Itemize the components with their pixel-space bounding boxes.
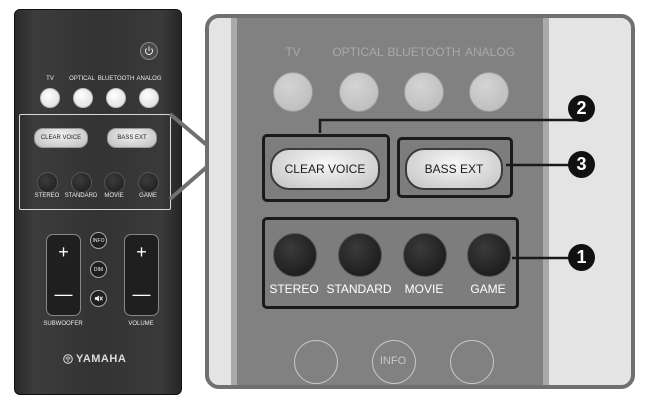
label-optical: OPTICAL (69, 76, 95, 82)
analog-button[interactable] (139, 88, 159, 108)
mute-icon (94, 295, 103, 302)
mute-button[interactable] (90, 290, 107, 307)
optical-button[interactable] (73, 88, 93, 108)
info-button[interactable]: INFO (90, 232, 107, 249)
callout-3: 3 (568, 151, 595, 178)
power-button[interactable] (140, 42, 158, 60)
stereo-button[interactable] (37, 172, 58, 193)
zoom-label-standard: STANDARD (326, 282, 392, 296)
zoom-label-bluetooth: BLUETOOTH (387, 45, 461, 59)
game-button[interactable] (138, 172, 159, 193)
subwoofer-rocker[interactable]: + — (46, 234, 81, 316)
label-standard: STANDARD (64, 193, 98, 199)
label-bluetooth: BLUETOOTH (97, 76, 135, 82)
callout-2: 2 (568, 95, 595, 122)
zoom-stereo-button[interactable] (273, 233, 317, 277)
tv-button[interactable] (40, 88, 60, 108)
label-stereo: STEREO (34, 193, 60, 199)
zoom-clear-voice-button[interactable]: CLEAR VOICE (270, 148, 380, 190)
zoom-bluetooth-button (404, 72, 444, 112)
label-movie: MOVIE (104, 193, 124, 199)
zoom-bass-ext-button[interactable]: BASS EXT (405, 148, 503, 190)
zoom-label-stereo: STEREO (269, 282, 319, 296)
standard-button[interactable] (71, 172, 92, 193)
subwoofer-plus[interactable]: + (58, 242, 69, 262)
dim-button[interactable]: DIM (90, 261, 107, 278)
label-analog: ANALOG (136, 76, 162, 82)
zoom-subwoofer-rocker (294, 340, 338, 384)
label-game: GAME (139, 193, 157, 199)
zoom-analog-button (469, 72, 509, 112)
power-icon (145, 46, 153, 55)
subwoofer-minus[interactable]: — (54, 284, 73, 304)
volume-minus[interactable]: — (132, 284, 151, 304)
volume-rocker[interactable]: + — (124, 234, 159, 316)
zoom-optical-button (339, 72, 379, 112)
zoom-game-button[interactable] (467, 233, 511, 277)
zoom-info-button (372, 340, 416, 384)
zoom-tv-button (273, 72, 313, 112)
zoom-label-info: INFO (379, 355, 407, 367)
yamaha-logo: YAMAHA (63, 353, 126, 365)
volume-plus[interactable]: + (136, 242, 147, 262)
zoom-standard-button[interactable] (338, 233, 382, 277)
brand-text: YAMAHA (76, 353, 127, 365)
label-subwoofer: SUBWOOFER (43, 321, 83, 327)
callout-1: 1 (568, 244, 595, 271)
remote-control: TV OPTICAL BLUETOOTH ANALOG CLEAR VOICE … (14, 9, 182, 395)
tuning-fork-icon (63, 354, 73, 364)
zoom-label-optical: OPTICAL (332, 45, 384, 59)
bluetooth-button[interactable] (106, 88, 126, 108)
zoom-label-game: GAME (470, 282, 506, 296)
label-volume: VOLUME (128, 321, 154, 327)
bass-ext-button[interactable]: BASS EXT (107, 128, 157, 148)
clear-voice-button[interactable]: CLEAR VOICE (34, 128, 88, 148)
zoom-label-movie: MOVIE (404, 282, 444, 296)
remote-highlight-frame (19, 114, 171, 210)
zoom-label-analog: ANALOG (464, 45, 516, 59)
zoom-panel: TV OPTICAL BLUETOOTH ANALOG CLEAR VOICE … (205, 14, 635, 389)
zoom-label-tv: TV (285, 45, 301, 59)
zoom-volume-rocker (450, 340, 494, 384)
movie-button[interactable] (104, 172, 125, 193)
label-tv: TV (46, 76, 54, 82)
zoom-movie-button[interactable] (403, 233, 447, 277)
